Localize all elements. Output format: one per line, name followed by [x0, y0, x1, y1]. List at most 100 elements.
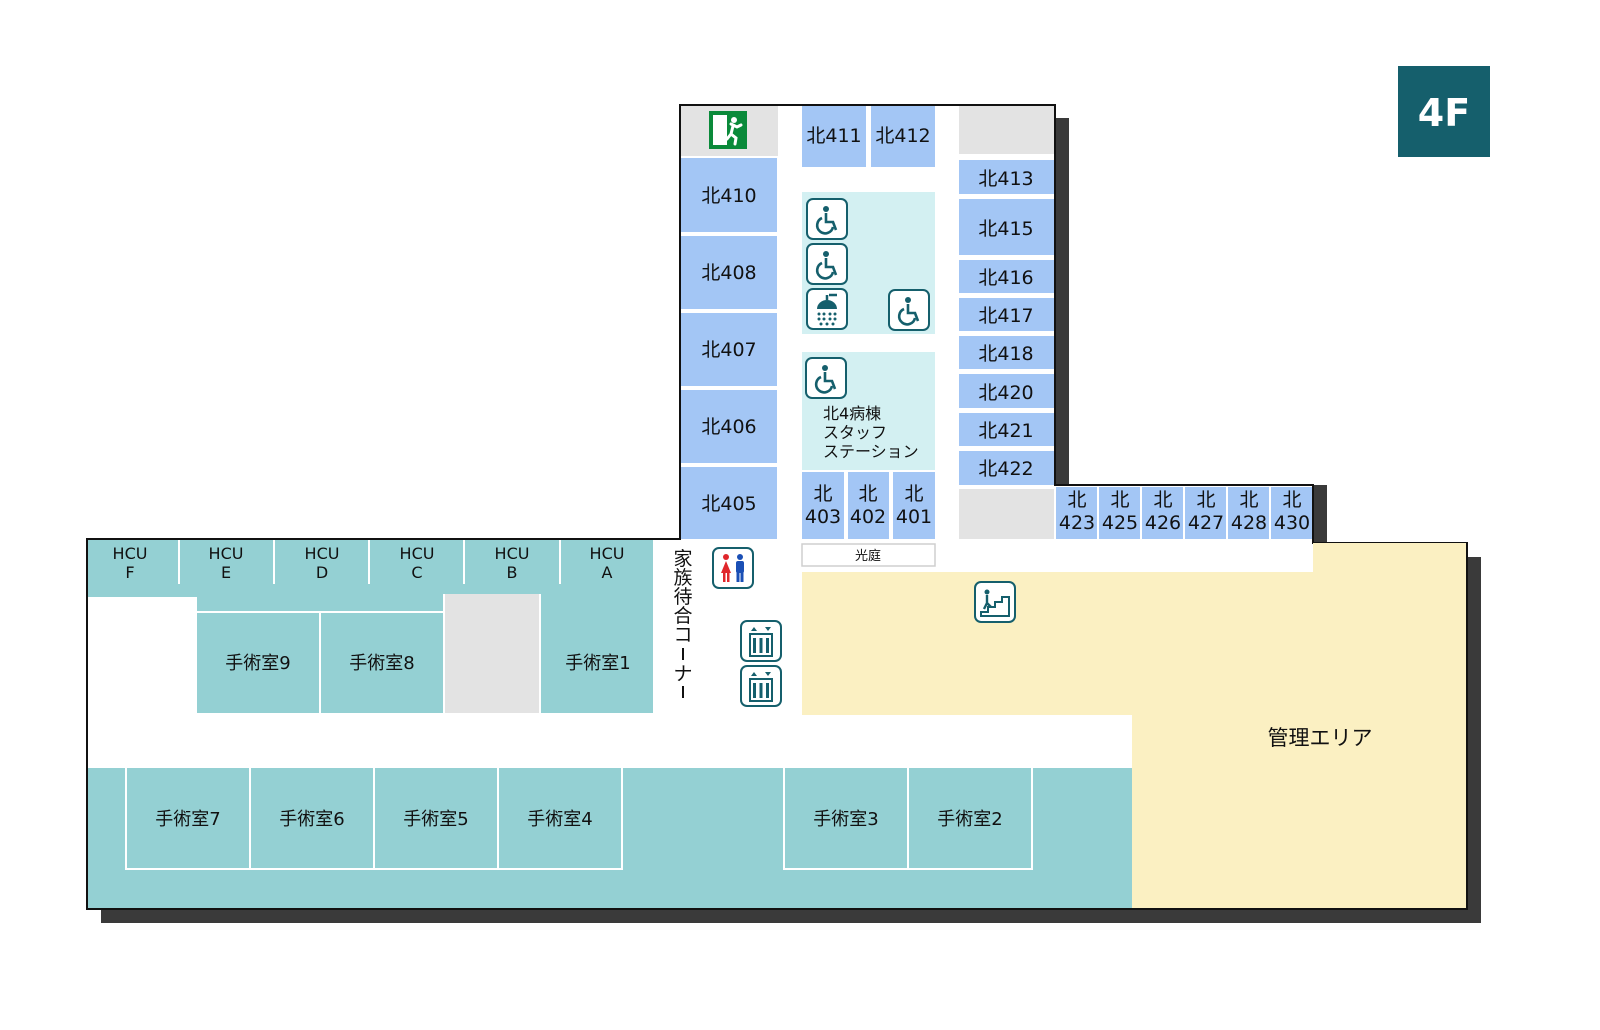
room-405[interactable]: [681, 467, 777, 539]
or-1-label: 手術室1: [565, 653, 630, 674]
north-top-rooms: 北411 北412: [802, 106, 935, 167]
hcu-a-top: HCU: [590, 544, 625, 563]
room-430-prefix: 北: [1282, 489, 1301, 511]
room-428[interactable]: [1228, 487, 1269, 539]
room-426-prefix: 北: [1153, 489, 1172, 511]
room-406-label: 北406: [701, 416, 756, 438]
room-410[interactable]: [681, 158, 777, 232]
or-2-label: 手術室2: [937, 809, 1002, 830]
north-east-rooms: 北413 北415 北416 北417 北418 北420 北421 北422: [959, 160, 1054, 485]
operating-suite-upper: [88, 540, 653, 597]
staff-station-line2: スタッフ: [823, 423, 887, 442]
room-407-label: 北407: [701, 339, 756, 361]
hcu-e-bottom: E: [221, 563, 231, 582]
room-412-label: 北412: [875, 125, 930, 147]
or-7-label: 手術室7: [155, 809, 220, 830]
elevator-icon: [740, 665, 782, 707]
room-413-label: 北413: [978, 168, 1033, 190]
room-425[interactable]: [1099, 487, 1140, 539]
north-small-rooms: 北 403 北 402 北 401: [802, 472, 935, 539]
room-422-label: 北422: [978, 458, 1033, 480]
room-403-prefix: 北: [813, 483, 832, 505]
room-411[interactable]: [802, 106, 866, 167]
room-421-label: 北421: [978, 420, 1033, 442]
room-423-prefix: 北: [1067, 489, 1086, 511]
hcu-b-bottom: B: [507, 563, 518, 582]
room-401-number: 401: [896, 506, 932, 528]
room-418[interactable]: [959, 336, 1054, 369]
courtyard: [801, 543, 936, 567]
operating-rooms: 手術室9 手術室8 手術室1 手術室7 手術室6 手術室5 手術室4 手術室3 …: [155, 653, 1002, 830]
room-430-number: 430: [1274, 512, 1310, 534]
east-annex-rooms: 北 423 北 425 北 426 北 427 北 428 北 430: [1056, 487, 1312, 539]
admin-corridor-upper: [802, 715, 1132, 768]
hcu-units: HCU F HCU E HCU D HCU C HCU B HCU A: [113, 544, 625, 582]
room-417[interactable]: [959, 298, 1054, 331]
room-410-label: 北410: [701, 185, 756, 207]
room-427[interactable]: [1185, 487, 1226, 539]
or-8-label: 手術室8: [349, 653, 414, 674]
room-425-prefix: 北: [1110, 489, 1129, 511]
room-416-label: 北416: [978, 267, 1033, 289]
shower-icon: [806, 288, 848, 330]
room-425-number: 425: [1102, 512, 1138, 534]
or-9-label: 手術室9: [225, 653, 290, 674]
floor-badge: 4F: [1398, 66, 1490, 157]
room-417-label: 北417: [978, 305, 1033, 327]
hcu-f-bottom: F: [125, 563, 134, 582]
room-416[interactable]: [959, 260, 1054, 293]
room-412[interactable]: [871, 106, 935, 167]
room-422[interactable]: [959, 451, 1054, 485]
accessible-toilet-icon: [806, 243, 848, 285]
family-waiting-corner: 家 族 待 合 コ ナ: [673, 548, 693, 698]
hcu-a-bottom: A: [602, 563, 613, 582]
hcu-f-top: HCU: [113, 544, 148, 563]
building-shadow: [101, 118, 1481, 923]
family-waiting-char-5: コ: [673, 624, 692, 646]
room-408[interactable]: [681, 236, 777, 309]
room-402[interactable]: [848, 472, 889, 539]
north-west-rooms: 北410 北408 北407 北406 北405: [681, 158, 777, 539]
room-406[interactable]: [681, 390, 777, 463]
family-waiting-char-4: 合: [673, 605, 692, 627]
admin-area-label: 管理エリア: [1268, 726, 1373, 750]
room-403-number: 403: [805, 506, 841, 528]
room-430[interactable]: [1271, 487, 1312, 539]
room-411-label: 北411: [806, 125, 861, 147]
staff-station-line3: ステーション: [823, 442, 919, 461]
courtyard-label: 光庭: [855, 548, 881, 564]
or-4-label: 手術室4: [527, 809, 592, 830]
family-waiting-char-7: ナ: [673, 663, 692, 685]
room-428-number: 428: [1231, 512, 1267, 534]
room-423[interactable]: [1056, 487, 1097, 539]
or-3-label: 手術室3: [813, 809, 878, 830]
hcu-c-bottom: C: [411, 563, 422, 582]
room-420[interactable]: [959, 374, 1054, 408]
room-421[interactable]: [959, 413, 1054, 446]
hcu-b-top: HCU: [495, 544, 530, 563]
family-waiting-char-2: 族: [673, 567, 692, 589]
hcu-d-top: HCU: [305, 544, 340, 563]
staff-station: 北4病棟 スタッフ ステーション: [823, 404, 919, 461]
room-418-label: 北418: [978, 343, 1033, 365]
storage-room-or: [444, 594, 540, 713]
room-427-number: 427: [1188, 512, 1224, 534]
restroom-icon: [712, 547, 754, 589]
room-401[interactable]: [893, 472, 935, 539]
or-6-label: 手術室6: [279, 809, 344, 830]
room-423-number: 423: [1059, 512, 1095, 534]
room-413[interactable]: [959, 160, 1054, 194]
room-426[interactable]: [1142, 487, 1183, 539]
room-408-label: 北408: [701, 262, 756, 284]
room-427-prefix: 北: [1196, 489, 1215, 511]
elevator-icon: [740, 620, 782, 662]
room-403[interactable]: [802, 472, 844, 539]
emergency-exit-icon: [709, 111, 747, 149]
operating-suite-mid: [197, 597, 653, 713]
room-407[interactable]: [681, 313, 777, 386]
stairs-icon: [974, 581, 1016, 623]
room-415[interactable]: [959, 199, 1054, 255]
annex-corridor: [1313, 543, 1466, 572]
or-5-label: 手術室5: [403, 809, 468, 830]
